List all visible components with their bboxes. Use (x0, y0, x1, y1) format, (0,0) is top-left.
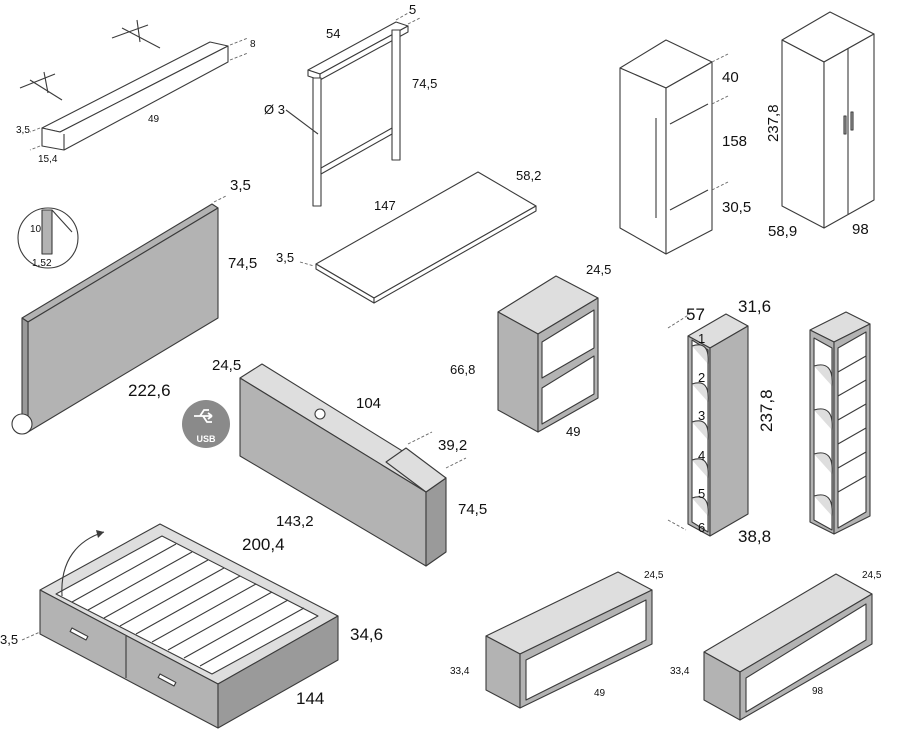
detail-a-label: 10 (30, 224, 42, 235)
bed-width-label: 144 (296, 689, 324, 708)
desk-top-surface (315, 171, 537, 299)
desk-frame-top-label: 54 (326, 26, 340, 41)
shelf-small-width-label: 15,4 (38, 154, 58, 165)
corner-shelf-num-5: 5 (698, 486, 705, 501)
headboard-height-label: 74,5 (228, 255, 257, 272)
corner-shelf-base-label: 38,8 (738, 527, 771, 546)
corner-shelf-height-label: 237,8 (757, 389, 776, 432)
usb-bench: 24,5 104 39,2 74,5 143,2 USB (182, 357, 487, 567)
headboard-detail-circle: 10 1,5 2 (17, 207, 79, 269)
shelf-bracket-right (111, 19, 161, 49)
bench-end-cap (385, 447, 447, 493)
bed-lift-arrow (61, 531, 105, 597)
bench-total-label: 143,2 (276, 513, 314, 530)
desk-top-thickness-label: 3,5 (276, 250, 294, 265)
low-shelf-small-depth: 24,5 (644, 570, 664, 581)
wardrobe: 237,8 58,9 98 (765, 11, 875, 240)
corner-shelf-num-2: 2 (698, 370, 705, 385)
bench-usb-port (314, 408, 326, 420)
bench-end-width-label: 39,2 (438, 437, 467, 454)
drawer-handle-right (157, 673, 177, 687)
shelf-length-label: 49 (148, 114, 160, 125)
wardrobe-depth-label: 58,9 (768, 223, 797, 240)
tall-unit-middle-label: 158 (722, 133, 747, 150)
corner-shelf-num-4: 4 (698, 448, 705, 463)
usb-icon: USB (182, 400, 230, 448)
low-shelf-large-depth: 24,5 (862, 570, 882, 581)
bed-slats (55, 535, 319, 675)
wardrobe-handle-left (843, 115, 847, 135)
corner-shelf-unit-alt (809, 311, 871, 535)
desk-frame-tube-label: Ø 3 (264, 102, 285, 117)
shelf-top-face (41, 41, 229, 133)
wall-shelf: 8 3,5 15,4 49 (16, 19, 256, 165)
desk-crossbar (320, 127, 393, 175)
storage-bed: 200,4 34,6 144 3,5 (0, 523, 383, 729)
cabinet-height-label: 66,8 (450, 362, 475, 377)
wardrobe-front (823, 33, 875, 229)
bench-height-label: 74,5 (458, 501, 487, 518)
tall-unit-top-label: 40 (722, 69, 739, 86)
desk-leg-front (312, 77, 322, 207)
bed-slat-label: 3,5 (0, 632, 18, 647)
low-shelf-large-width: 98 (812, 686, 824, 697)
wardrobe-side (781, 39, 825, 229)
headboard-corner-mark (11, 413, 33, 435)
corner-shelf-num-6: 6 (698, 520, 705, 535)
desk-top-length-label: 147 (374, 198, 396, 213)
corner-shelf-a-label: 57 (686, 305, 705, 324)
low-shelf-small: 24,5 33,4 49 (450, 570, 664, 709)
usb-icon-label: USB (196, 434, 216, 444)
wardrobe-height-label: 237,8 (765, 104, 782, 142)
tall-open-unit: 40 158 30,5 (619, 39, 751, 255)
small-cabinet: 24,5 66,8 49 (450, 262, 611, 439)
low-shelf-small-width: 49 (594, 688, 606, 699)
detail-c-label: 2 (46, 258, 52, 269)
corner-shelf-num-3: 3 (698, 408, 705, 423)
drawer-handle-left (69, 627, 89, 641)
corner-shelf-arcs (691, 344, 709, 517)
corner-shelf-back (709, 325, 749, 537)
wardrobe-handle-right (850, 111, 854, 131)
detail-b-label: 1,5 (32, 258, 46, 269)
tall-unit-front (665, 61, 713, 255)
bed-height-label: 34,6 (350, 625, 383, 644)
headboard: 3,5 74,5 222,6 10 1,5 2 (11, 177, 257, 435)
bench-length-label: 104 (356, 395, 381, 412)
corner-shelf-num-1: 1 (698, 331, 705, 346)
desk-top: 58,2 147 3,5 (276, 168, 541, 304)
shelf-depth-label: 8 (250, 39, 256, 50)
desk-frame-thickness-label: 5 (409, 2, 416, 17)
cabinet-upper-opening (541, 309, 595, 379)
tall-unit-side (619, 67, 667, 255)
corner-shelf-unit: 1 2 3 4 5 6 57 31,6 237,8 38,8 (667, 297, 776, 546)
low-shelf-large-height: 33,4 (670, 666, 690, 677)
wardrobe-width-label: 98 (852, 221, 869, 238)
desk-frame-height-label: 74,5 (412, 76, 437, 91)
headboard-thickness-label: 3,5 (230, 177, 251, 194)
cabinet-width-label: 49 (566, 424, 580, 439)
bed-side (217, 615, 339, 729)
desk-top-depth-label: 58,2 (516, 168, 541, 183)
desk-leg-back (391, 29, 401, 161)
low-shelf-small-height: 33,4 (450, 666, 470, 677)
low-shelf-large-opening (745, 603, 867, 713)
low-shelf-small-opening (525, 599, 647, 701)
shelf-bracket-left (19, 71, 63, 101)
cabinet-depth-label: 24,5 (586, 262, 611, 277)
headboard-width-label: 222,6 (128, 381, 171, 400)
bench-end (425, 477, 447, 567)
cabinet-lower-opening (541, 355, 595, 425)
corner-shelf-b-label: 31,6 (738, 297, 771, 316)
bench-depth-label: 24,5 (212, 357, 241, 374)
bed-length-label: 200,4 (242, 535, 285, 554)
shelf-height-label: 3,5 (16, 125, 30, 136)
tall-unit-bottom-label: 30,5 (722, 199, 751, 216)
shelf-front-face (41, 45, 229, 151)
low-shelf-large: 24,5 33,4 98 (670, 570, 882, 721)
desk-frame: 54 5 74,5 Ø 3 (264, 2, 437, 207)
